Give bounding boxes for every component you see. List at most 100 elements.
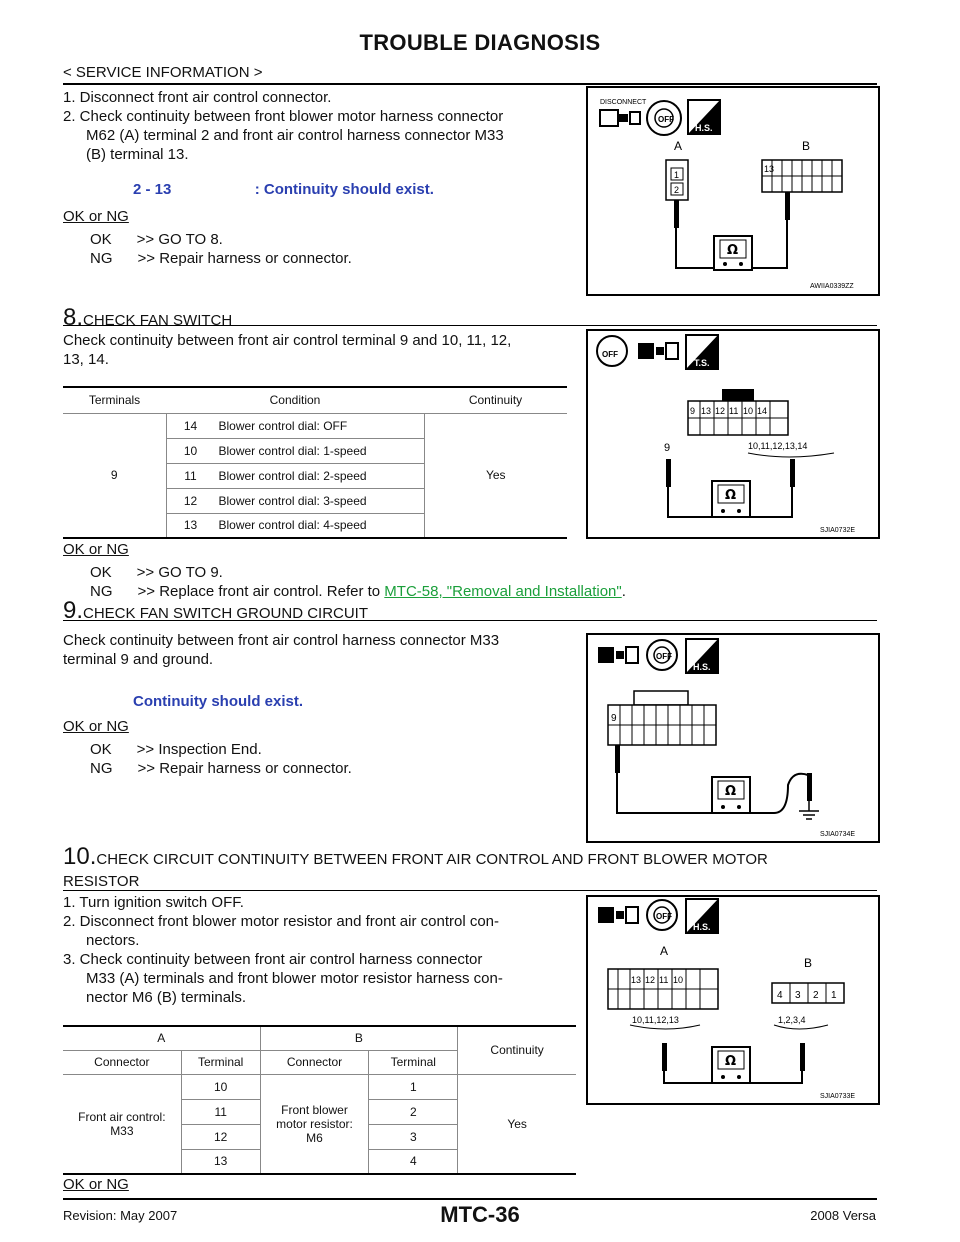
svg-text:1: 1 — [674, 170, 679, 180]
probe-leads — [674, 192, 790, 269]
ignition-off-icon: OFF — [596, 335, 628, 367]
connector-a: 13 12 11 10 — [607, 968, 719, 1010]
svg-text:H.S.: H.S. — [693, 922, 711, 932]
disconnect-icon — [598, 646, 639, 664]
svg-text:OFF: OFF — [658, 115, 674, 124]
step7-instructions: 1. Disconnect front air control connecto… — [63, 89, 504, 163]
connector-b-label: B — [802, 139, 810, 153]
step8-instructions: Check continuity between front air contr… — [63, 332, 512, 368]
step7-ng: NG >> Repair harness or connector. — [90, 250, 352, 267]
svg-text:Ω: Ω — [725, 1054, 736, 1069]
connector-b-label: B — [804, 956, 812, 970]
ohmmeter-icon: Ω — [711, 1046, 751, 1084]
svg-text:2: 2 — [674, 185, 679, 195]
table-row: 13 Blower control dial: 4-speed — [63, 513, 567, 539]
step9-ng: NG >> Repair harness or connector. — [90, 760, 352, 777]
connector-m33: 9 13 12 11 10 14 — [687, 389, 789, 436]
probe-leads — [662, 1043, 805, 1084]
probe-leads — [666, 459, 795, 518]
connector-b: 4 3 2 1 — [771, 982, 845, 1004]
step10-instructions: 1. Turn ignition switch OFF. 2. Disconne… — [63, 894, 503, 1006]
diagram-fan-switch: OFF T.S. 9 13 12 11 10 14 — [596, 334, 855, 534]
terminal-group-label: 10,11,12,13,14 — [748, 441, 807, 451]
table-row: Front air control: M33 10 Front blower m… — [63, 1074, 576, 1175]
svg-text:T.S.: T.S. — [694, 358, 710, 368]
hs-icon: H.S. — [685, 898, 719, 934]
connector-a-label: A — [660, 944, 668, 958]
disconnect-label: DISCONNECT — [600, 99, 647, 106]
ignition-off-icon: OFF — [646, 639, 678, 671]
svg-text:3: 3 — [795, 990, 801, 1001]
table-row: 12 3 — [63, 1124, 576, 1150]
step7-spec: 2 - 13 : Continuity should exist. — [133, 181, 434, 198]
step10-rule — [63, 890, 877, 891]
figure-code: SJIA0732E — [820, 527, 855, 534]
terminal-group-a-label: 10,11,12,13 — [632, 1015, 679, 1025]
table-row: 9 14 Blower control dial: OFF Yes — [63, 413, 567, 539]
step9-instructions: Check continuity between front air contr… — [63, 632, 500, 668]
step9-rule — [63, 620, 877, 621]
disconnect-icon — [638, 342, 679, 360]
svg-text:Ω: Ω — [725, 488, 736, 503]
ohmmeter-icon: Ω — [711, 480, 751, 518]
step9-heading: 9.CHECK FAN SWITCH GROUND CIRCUIT — [63, 597, 369, 624]
svg-text:10: 10 — [743, 406, 753, 416]
svg-text:13: 13 — [764, 164, 774, 174]
header-rule — [63, 83, 877, 85]
figure-code: SJIA0734E — [820, 831, 855, 838]
footer-page-number: MTC-36 — [440, 1202, 520, 1227]
figure-connector-a-b: DISCONNECT OFF H.S. A B 1 2 — [586, 86, 880, 296]
svg-text:9: 9 — [690, 406, 695, 416]
svg-text:OFF: OFF — [656, 652, 672, 661]
step8-rule — [63, 325, 877, 326]
step7-okng: OK or NG — [63, 208, 129, 225]
svg-text:9: 9 — [611, 713, 617, 724]
ohmmeter-icon: Ω — [711, 776, 751, 814]
figure-code: SJIA0733E — [820, 1093, 855, 1100]
circuit-continuity-table: A B Continuity Connector Terminal Connec… — [63, 1025, 576, 1175]
step8-ng: NG >> Replace front air control. Refer t… — [90, 583, 626, 600]
connector-m33: 9 — [607, 690, 717, 746]
step10-heading: 10.CHECK CIRCUIT CONTINUITY BETWEEN FRON… — [63, 843, 768, 890]
footer-revision: Revision: May 2007 — [63, 1208, 178, 1223]
diagram-circuit-continuity: OFF H.S. A B 13 12 11 10 — [598, 898, 855, 1100]
svg-text:10: 10 — [673, 975, 683, 985]
svg-text:14: 14 — [757, 406, 767, 416]
removal-installation-link[interactable]: MTC-58, "Removal and Installation" — [384, 583, 622, 600]
step8-heading: 8.CHECK FAN SWITCH — [63, 304, 233, 331]
ohmmeter-icon: Ω — [713, 235, 753, 271]
figure-circuit-continuity: OFF H.S. A B 13 12 11 10 — [586, 895, 880, 1105]
terminal-9-label: 9 — [664, 442, 670, 454]
figure-code: AWIIA0339ZZ — [810, 283, 854, 290]
table-row: 10 Blower control dial: 1-speed — [63, 438, 567, 464]
connector-a-label: A — [674, 139, 682, 153]
ignition-off-icon: OFF — [646, 899, 678, 931]
connector-b: 13 — [761, 159, 843, 193]
svg-text:12: 12 — [645, 975, 655, 985]
ts-icon: T.S. — [685, 334, 719, 370]
figure-ground-circuit: OFF H.S. 9 — [586, 633, 880, 843]
svg-text:2: 2 — [813, 990, 819, 1001]
svg-text:OFF: OFF — [602, 350, 618, 359]
svg-text:11: 11 — [729, 406, 738, 416]
hs-icon: H.S. — [685, 638, 719, 674]
table-row: 11 Blower control dial: 2-speed — [63, 463, 567, 489]
step9-okng: OK or NG — [63, 718, 129, 735]
footer-rule — [63, 1198, 877, 1200]
hs-icon: H.S. — [687, 99, 721, 135]
ground-icon — [799, 801, 819, 820]
svg-text:H.S.: H.S. — [695, 123, 713, 133]
disconnect-icon — [598, 906, 639, 924]
step8-okng: OK or NG — [63, 541, 129, 558]
section-subtitle: < SERVICE INFORMATION > — [63, 64, 263, 81]
svg-text:1: 1 — [831, 990, 837, 1001]
terminal-group-b-label: 1,2,3,4 — [778, 1015, 806, 1025]
svg-text:13: 13 — [701, 406, 711, 416]
page-title: TROUBLE DIAGNOSIS — [359, 30, 601, 55]
ignition-off-icon: OFF — [646, 100, 682, 136]
table-row: 13 4 — [63, 1149, 576, 1175]
connector-a: 1 2 — [665, 159, 689, 201]
svg-text:12: 12 — [715, 406, 725, 416]
probe-leads — [615, 745, 812, 814]
fan-switch-table: Terminals Condition Continuity 9 14 Blow… — [63, 386, 567, 539]
